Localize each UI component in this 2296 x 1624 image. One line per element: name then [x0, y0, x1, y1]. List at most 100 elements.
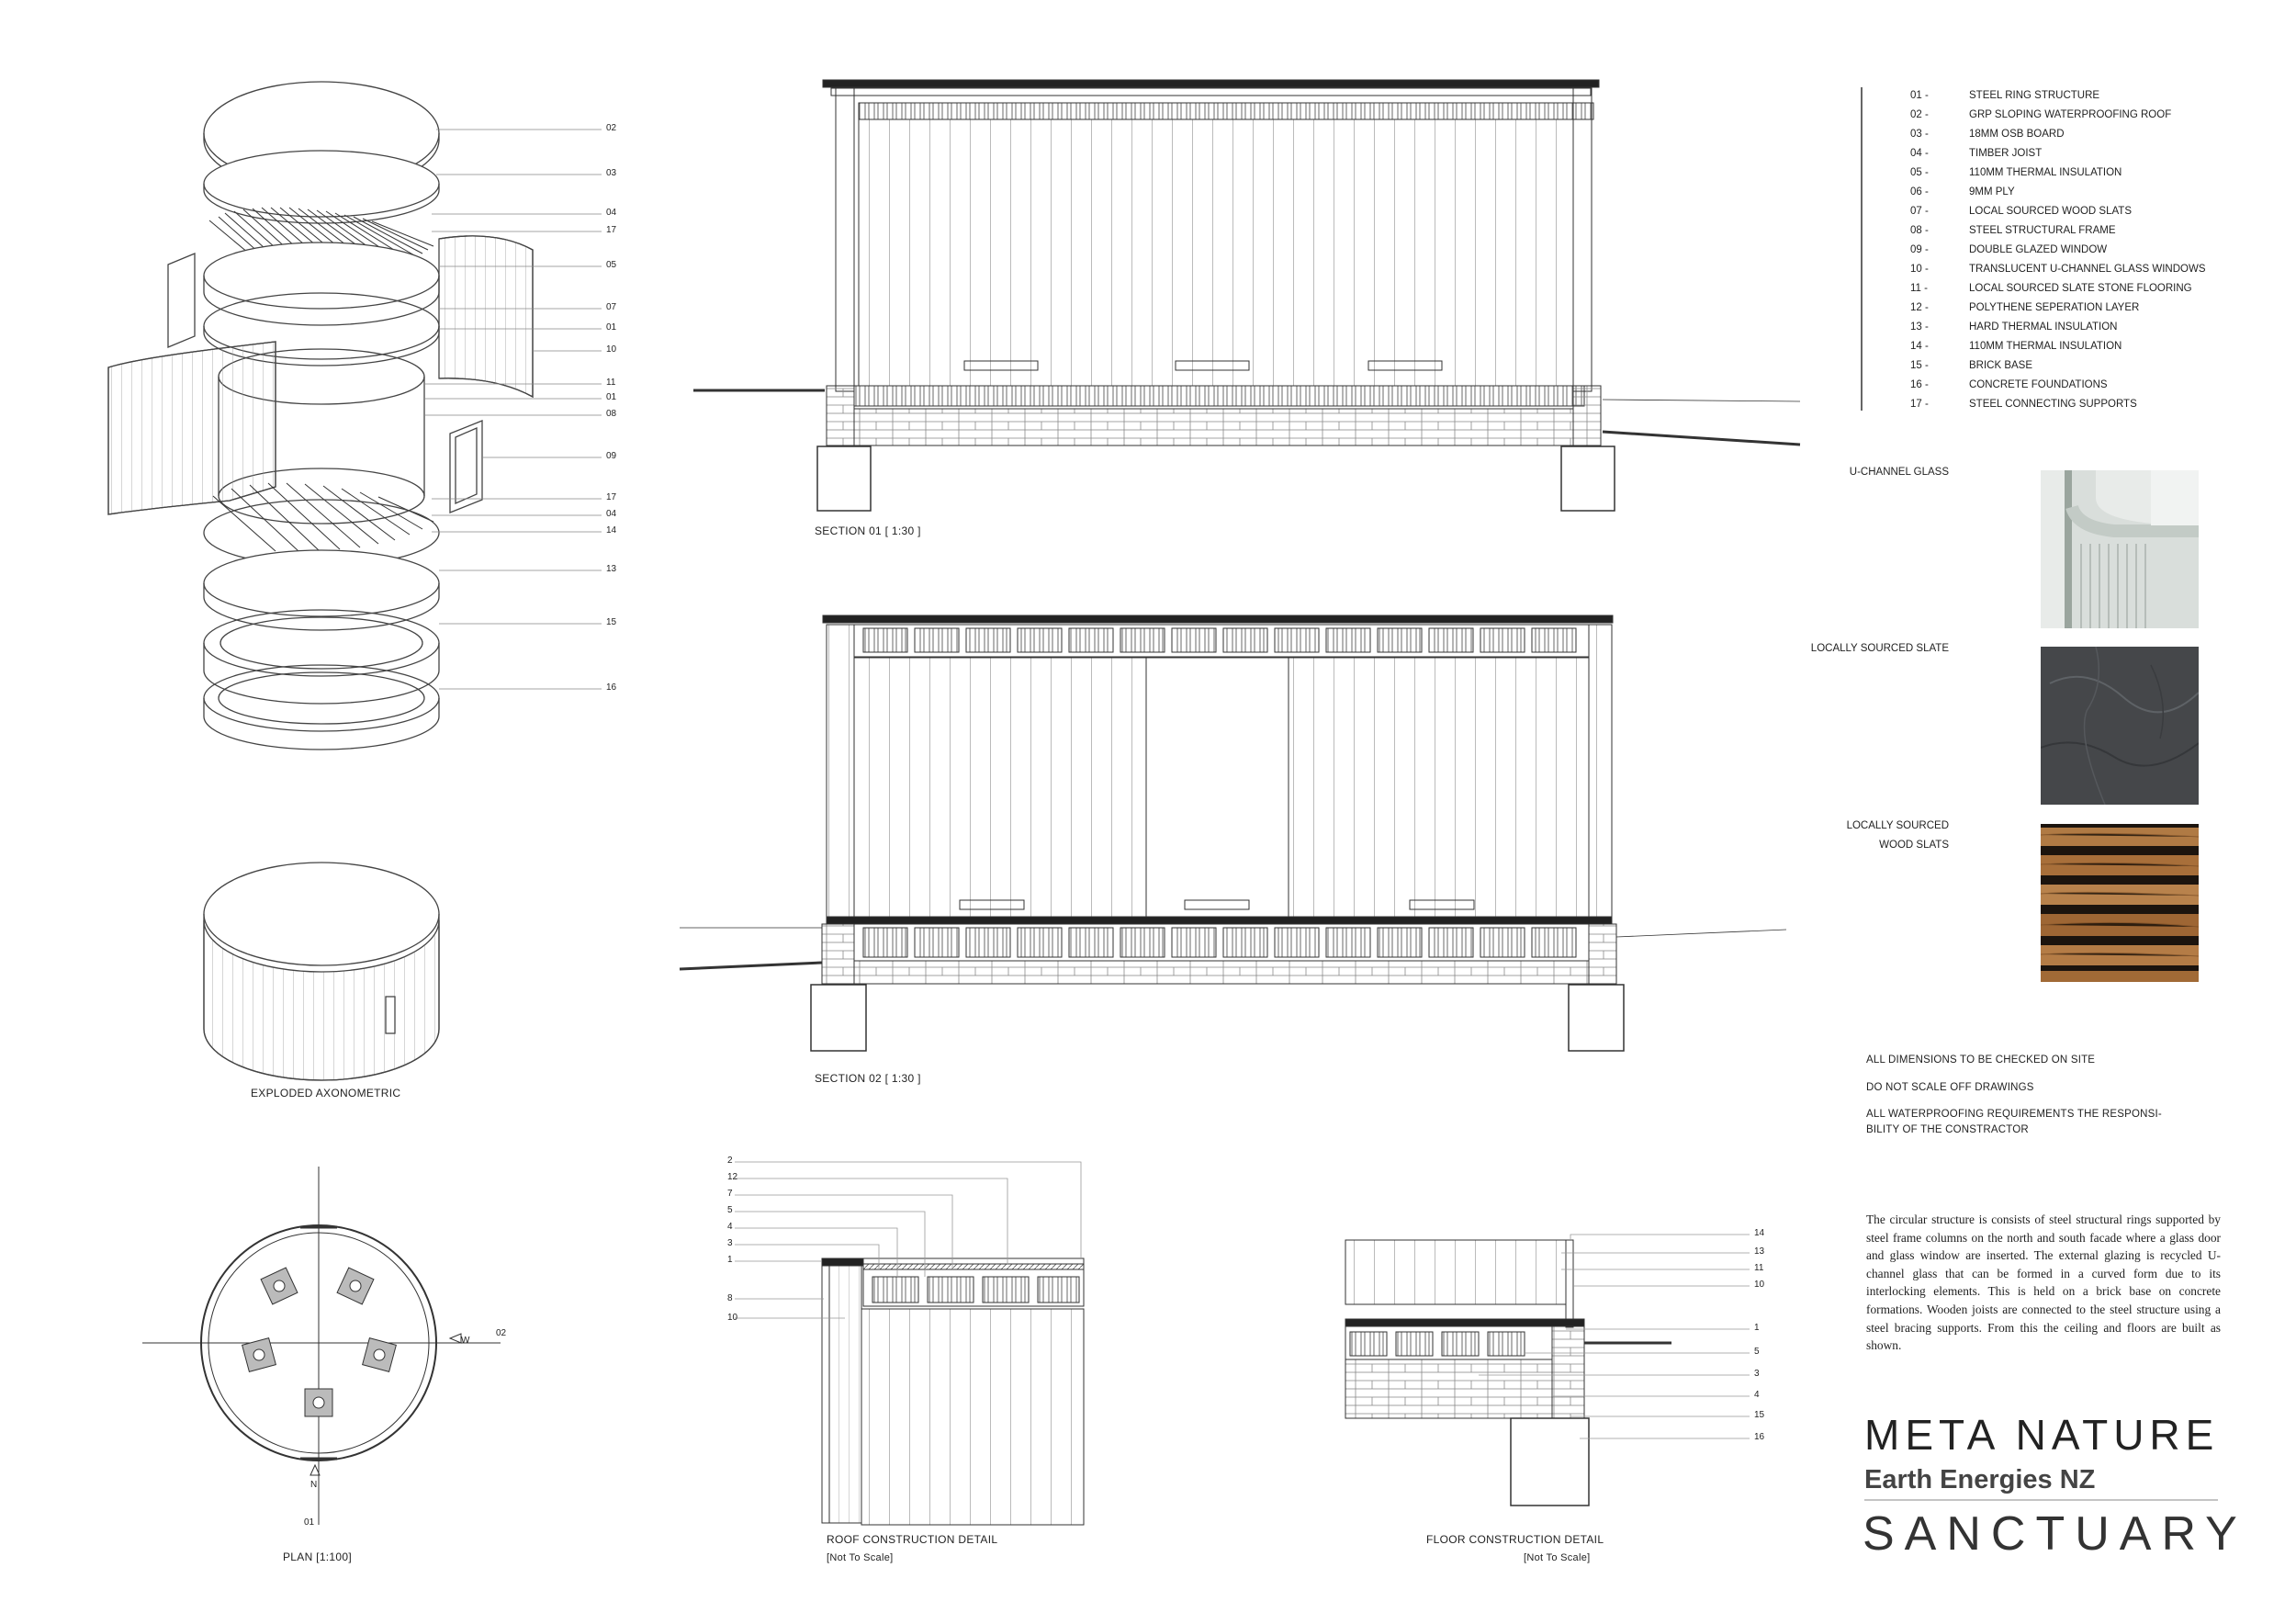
roof-callout: 4	[727, 1222, 733, 1232]
legend-number: 03 -	[1910, 129, 1929, 140]
truss-bay	[1531, 627, 1577, 653]
section-02-caption: SECTION 02 [ 1:30 ]	[815, 1072, 921, 1085]
floor-callout: 11	[1754, 1263, 1764, 1273]
note-waterproofing-1: ALL WATERPROOFING REQUIREMENTS THE RESPO…	[1866, 1109, 2162, 1120]
roof-detail-drawing	[735, 1161, 1085, 1526]
legend-row: 14 -110MM THERMAL INSULATION	[1910, 341, 2223, 360]
truss-bay	[1120, 927, 1165, 958]
brand-title: META NATURE	[1864, 1411, 2220, 1459]
axo-callout: 17	[606, 225, 617, 235]
legend-text: LOCAL SOURCED SLATE STONE FLOORING	[1969, 283, 2192, 294]
axo-callout: 15	[606, 617, 617, 627]
plan-ref-01: 01	[304, 1517, 315, 1528]
legend-number: 11 -	[1910, 283, 1928, 294]
legend-row: 04 -TIMBER JOIST	[1910, 148, 2223, 167]
axo-callout: 14	[606, 525, 617, 536]
legend-number: 05 -	[1910, 167, 1929, 178]
roof-callout: 7	[727, 1189, 733, 1199]
legend-text: CONCRETE FOUNDATIONS	[1969, 379, 2108, 390]
axo-callout: 02	[606, 123, 617, 133]
roof-callout: 2	[727, 1156, 733, 1166]
truss-bay	[1377, 627, 1423, 653]
truss-bay	[1068, 927, 1114, 958]
truss-bay	[1428, 627, 1474, 653]
axo-callout: 13	[606, 564, 617, 574]
legend-number: 10 -	[1910, 264, 1929, 275]
axo-callout: 04	[606, 208, 617, 218]
roof-detail-subtitle: [Not To Scale]	[827, 1552, 894, 1563]
legend-text: POLYTHENE SEPERATION LAYER	[1969, 302, 2140, 313]
legend-row: 12 -POLYTHENE SEPERATION LAYER	[1910, 302, 2223, 321]
truss-bay	[965, 627, 1011, 653]
legend-text: STEEL STRUCTURAL FRAME	[1969, 225, 2116, 236]
truss-bay	[1068, 627, 1114, 653]
truss-bay	[1171, 927, 1217, 958]
floor-callout: 14	[1754, 1228, 1765, 1238]
plan-north-label: N	[310, 1480, 318, 1490]
roof-callout: 12	[727, 1172, 738, 1182]
floor-callout: 13	[1754, 1246, 1765, 1257]
truss-bay	[1222, 627, 1268, 653]
exploded-axonometric	[107, 81, 602, 1081]
plan-west-label: W	[461, 1336, 470, 1346]
roof-detail-title: ROOF CONSTRUCTION DETAIL	[827, 1533, 998, 1546]
roof-callout: 10	[727, 1313, 738, 1323]
legend-text: GRP SLOPING WATERPROOFING ROOF	[1969, 109, 2172, 120]
slate-swatch	[2041, 647, 2199, 805]
floor-callout: 4	[1754, 1390, 1760, 1400]
legend-number: 07 -	[1910, 206, 1929, 217]
axo-callout: 16	[606, 682, 617, 693]
truss-bay	[1428, 927, 1474, 958]
legend-row: 09 -DOUBLE GLAZED WINDOW	[1910, 244, 2223, 264]
material-label-wood-2: WOOD SLATS	[1879, 840, 1949, 851]
axo-callout: 01	[606, 322, 617, 333]
plan-caption: PLAN [1:100]	[283, 1551, 352, 1563]
truss-bay	[965, 927, 1011, 958]
project-description: The circular structure is consists of st…	[1866, 1212, 2221, 1353]
axo-callout: 11	[606, 378, 616, 388]
section-01-caption: SECTION 01 [ 1:30 ]	[815, 524, 921, 537]
floor-callout: 5	[1754, 1347, 1760, 1357]
truss-bay	[1325, 627, 1371, 653]
axo-callout: 07	[606, 302, 617, 312]
truss-bay	[1531, 927, 1577, 958]
floor-callout: 3	[1754, 1369, 1760, 1379]
truss-bay	[1274, 627, 1320, 653]
axo-callout: 09	[606, 451, 617, 461]
legend-number: 17 -	[1910, 399, 1929, 410]
legend-text: LOCAL SOURCED WOOD SLATS	[1969, 206, 2133, 217]
legend-text: TIMBER JOIST	[1969, 148, 2043, 159]
legend-row: 08 -STEEL STRUCTURAL FRAME	[1910, 225, 2223, 244]
legend-row: 17 -STEEL CONNECTING SUPPORTS	[1910, 399, 2223, 418]
roof-callout: 8	[727, 1293, 733, 1303]
legend-row: 05 -110MM THERMAL INSULATION	[1910, 167, 2223, 186]
legend-number: 15 -	[1910, 360, 1929, 371]
legend-row: 06 -9MM PLY	[1910, 186, 2223, 206]
legend-row: 02 -GRP SLOPING WATERPROOFING ROOF	[1910, 109, 2223, 129]
axo-callout: 08	[606, 409, 617, 419]
legend-row: 07 - LOCAL SOURCED WOOD SLATS	[1910, 206, 2223, 225]
wood-slats-swatch	[2041, 824, 2199, 982]
brand-subtitle: Earth Energies NZ	[1864, 1465, 2096, 1494]
legend-number: 06 -	[1910, 186, 1929, 197]
truss-bay	[1274, 927, 1320, 958]
legend-row: 15 -BRICK BASE	[1910, 360, 2223, 379]
floor-callout: 15	[1754, 1410, 1765, 1420]
legend-text: STEEL RING STRUCTURE	[1969, 90, 2100, 101]
legend-row: 01 -STEEL RING STRUCTURE	[1910, 90, 2223, 109]
floor-detail-title: FLOOR CONSTRUCTION DETAIL	[1426, 1533, 1604, 1546]
roof-callout: 5	[727, 1205, 733, 1215]
plan-drawing	[142, 1167, 501, 1525]
material-label-slate: LOCALLY SOURCED SLATE	[1810, 643, 1949, 654]
axo-callout: 04	[606, 509, 617, 519]
floor-callout: 1	[1754, 1323, 1760, 1333]
note-waterproofing-2: BILITY OF THE CONSTRACTOR	[1866, 1124, 2029, 1135]
axonometric-caption: EXPLODED AXONOMETRIC	[251, 1087, 401, 1100]
truss-bay	[1017, 627, 1063, 653]
truss-bay	[1480, 627, 1525, 653]
axo-callout: 10	[606, 344, 617, 355]
floor-detail-drawing	[1345, 1234, 1750, 1506]
truss-bay	[862, 927, 908, 958]
legend-row: 11 - LOCAL SOURCED SLATE STONE FLOORING	[1910, 283, 2223, 302]
axo-callout: 05	[606, 260, 617, 270]
